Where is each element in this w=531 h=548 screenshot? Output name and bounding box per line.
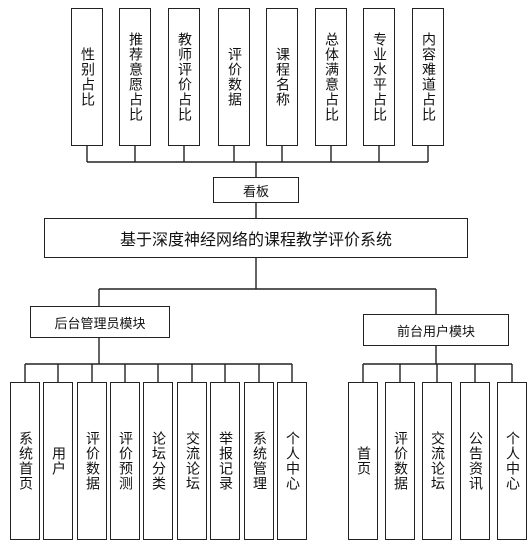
user-item-box: 交流论坛 (422, 382, 452, 540)
top-module-box: 教师评价占比 (168, 8, 200, 146)
user-item-label: 公告资讯 (467, 431, 483, 491)
top-module-box: 总体满意占比 (315, 8, 347, 146)
admin-item-box: 评价数据 (77, 382, 107, 540)
user-item-label: 个人中心 (504, 431, 520, 491)
top-module-label: 总体满意占比 (323, 32, 339, 122)
top-module-box: 专业水平占比 (363, 8, 395, 146)
admin-module-label: 后台管理员模块 (54, 316, 146, 332)
user-item-box: 个人中心 (497, 382, 527, 540)
user-item-box: 评价数据 (385, 382, 415, 540)
admin-item-label: 评价数据 (84, 431, 100, 491)
top-module-box: 评价数据 (218, 8, 250, 146)
admin-item-box: 论坛分类 (143, 382, 173, 540)
user-item-label: 首页 (355, 446, 371, 476)
admin-module-box: 后台管理员模块 (30, 306, 170, 338)
top-module-label: 内容难道占比 (420, 32, 436, 122)
admin-item-label: 评价预测 (117, 431, 133, 491)
admin-item-box: 系统首页 (10, 382, 40, 540)
admin-item-box: 交流论坛 (177, 382, 207, 540)
admin-item-box: 个人中心 (277, 382, 307, 540)
admin-item-label: 交流论坛 (184, 431, 200, 491)
top-module-box: 推荐意愿占比 (119, 8, 151, 146)
top-module-label: 专业水平占比 (371, 32, 387, 122)
top-module-box: 内容难道占比 (412, 8, 444, 146)
admin-item-label: 论坛分类 (150, 431, 166, 491)
dashboard-box: 看板 (213, 177, 299, 203)
admin-item-label: 个人中心 (284, 431, 300, 491)
admin-item-box: 举报记录 (210, 382, 240, 540)
system-title-box: 基于深度神经网络的课程教学评价系统 (44, 218, 468, 258)
top-module-label: 教师评价占比 (176, 32, 192, 122)
user-item-box: 首页 (348, 382, 378, 540)
admin-item-box: 评价预测 (110, 382, 140, 540)
admin-item-label: 系统管理 (251, 431, 267, 491)
user-item-label: 交流论坛 (429, 431, 445, 491)
dashboard-label: 看板 (242, 184, 269, 200)
admin-item-label: 举报记录 (217, 431, 233, 491)
admin-item-box: 用户 (43, 382, 73, 540)
admin-item-box: 系统管理 (244, 382, 274, 540)
top-module-box: 课程名称 (266, 8, 298, 146)
user-item-box: 公告资讯 (460, 382, 490, 540)
user-module-label: 前台用户模块 (396, 324, 475, 340)
admin-item-label: 系统首页 (17, 431, 33, 491)
admin-item-label: 用户 (50, 446, 66, 476)
top-module-label: 课程名称 (274, 47, 290, 107)
user-module-box: 前台用户模块 (363, 314, 509, 346)
user-item-label: 评价数据 (392, 431, 408, 491)
top-module-label: 推荐意愿占比 (127, 32, 143, 122)
top-module-label: 性别占比 (79, 47, 95, 107)
top-module-label: 评价数据 (226, 47, 242, 107)
system-title: 基于深度神经网络的课程教学评价系统 (119, 230, 392, 249)
top-module-box: 性别占比 (71, 8, 103, 146)
